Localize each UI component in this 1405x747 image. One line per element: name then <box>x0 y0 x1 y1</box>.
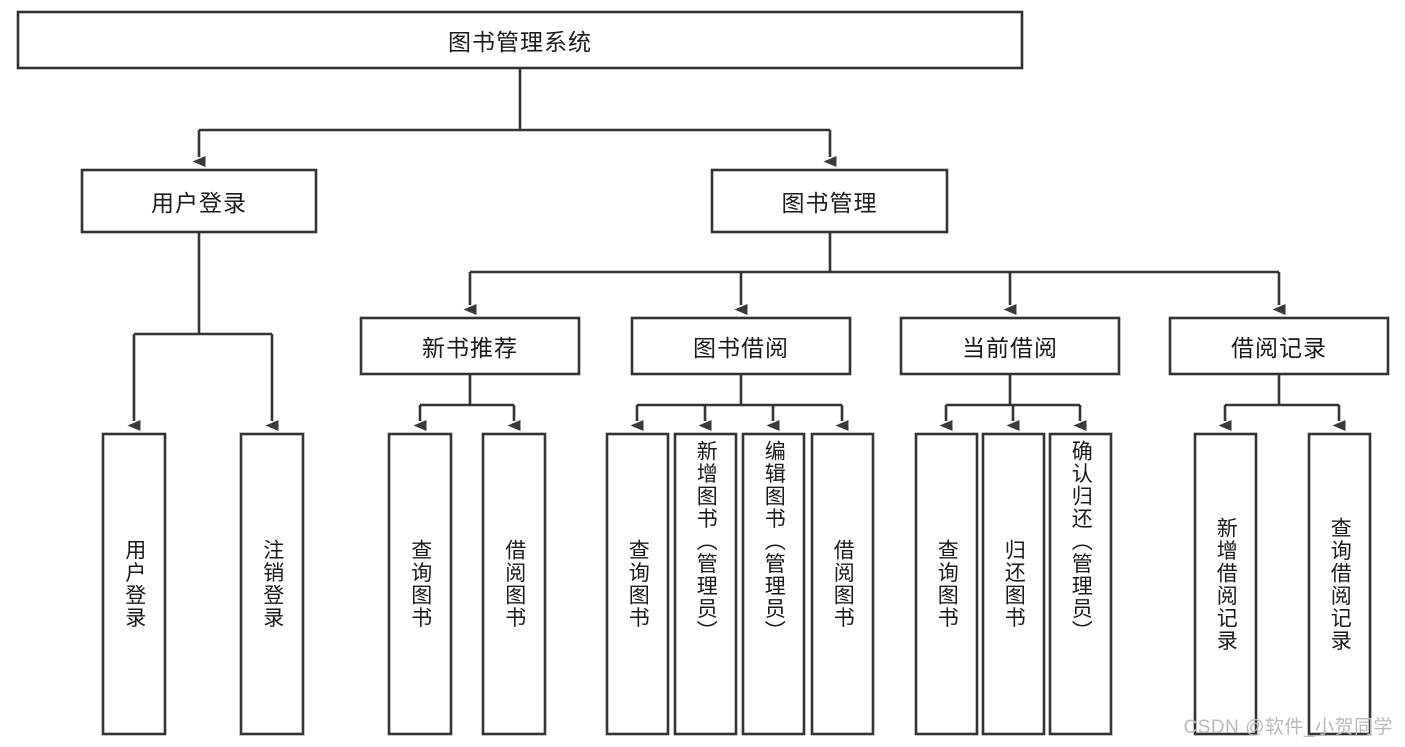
leaf-return-book[interactable] <box>981 432 1046 736</box>
node-new-book-recommend[interactable] <box>359 316 581 376</box>
leaf-add-book-admin[interactable] <box>673 432 738 736</box>
node-borrow-record[interactable] <box>1168 316 1390 376</box>
leaf-borrow-book[interactable] <box>810 432 875 736</box>
watermark: CSDN @软件_小贺同学 <box>1183 717 1393 738</box>
leaf-user-login[interactable] <box>101 432 167 736</box>
connectors <box>127 68 1346 431</box>
node-book-borrow[interactable] <box>630 316 852 376</box>
leaf-add-borrow-record[interactable] <box>1193 432 1258 736</box>
node-user-login[interactable] <box>80 168 318 234</box>
leaf-logout[interactable] <box>239 432 305 736</box>
leaf-confirm-return-admin[interactable] <box>1048 432 1113 736</box>
node-boxes <box>16 10 1390 736</box>
leaf-edit-book-admin[interactable] <box>741 432 806 736</box>
leaf-query-book-borrow[interactable] <box>605 432 670 736</box>
leaf-query-book-newbook[interactable] <box>387 432 453 736</box>
node-root[interactable] <box>16 10 1024 70</box>
node-book-management[interactable] <box>710 168 949 234</box>
leaf-borrow-book-newbook[interactable] <box>481 432 547 736</box>
node-current-borrow[interactable] <box>899 316 1121 376</box>
leaf-query-book-current[interactable] <box>914 432 979 736</box>
leaf-query-borrow-record[interactable] <box>1307 432 1372 736</box>
